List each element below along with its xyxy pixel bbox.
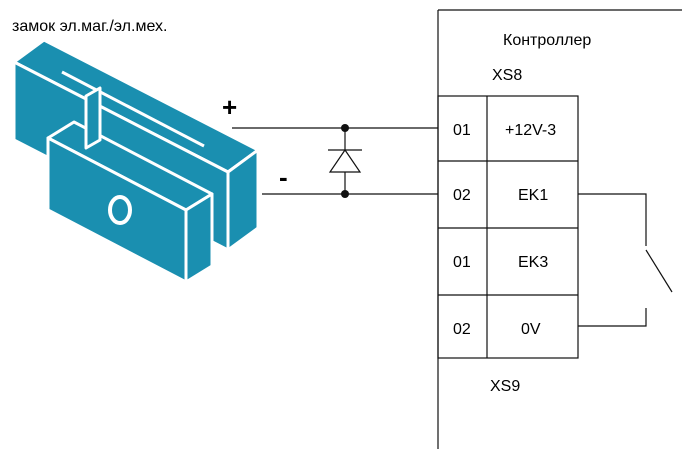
connector-xs8: XS8 [492, 67, 522, 84]
signal-label: 0V [521, 321, 541, 338]
connector-xs9: XS9 [490, 378, 520, 395]
terminal-block [437, 95, 579, 359]
pin-label: 01 [453, 122, 471, 139]
controller-title: Контроллер [503, 32, 591, 49]
electromagnetic-lock-icon [12, 38, 260, 284]
diode-icon [328, 124, 362, 198]
pin-label: 02 [453, 187, 471, 204]
signal-label: +12V-3 [505, 122, 556, 139]
pin-label: 02 [453, 321, 471, 338]
minus-label: - [279, 162, 288, 192]
junction-dot [341, 190, 349, 198]
wires [232, 127, 438, 195]
signal-label: EK3 [518, 254, 548, 271]
junction-dot [341, 124, 349, 132]
signal-label: EK1 [518, 187, 548, 204]
plus-label: + [222, 92, 237, 122]
switch-contact-icon [578, 193, 673, 327]
pin-label: 01 [453, 254, 471, 271]
lock-label: замок эл.маг./эл.мех. [12, 18, 167, 35]
